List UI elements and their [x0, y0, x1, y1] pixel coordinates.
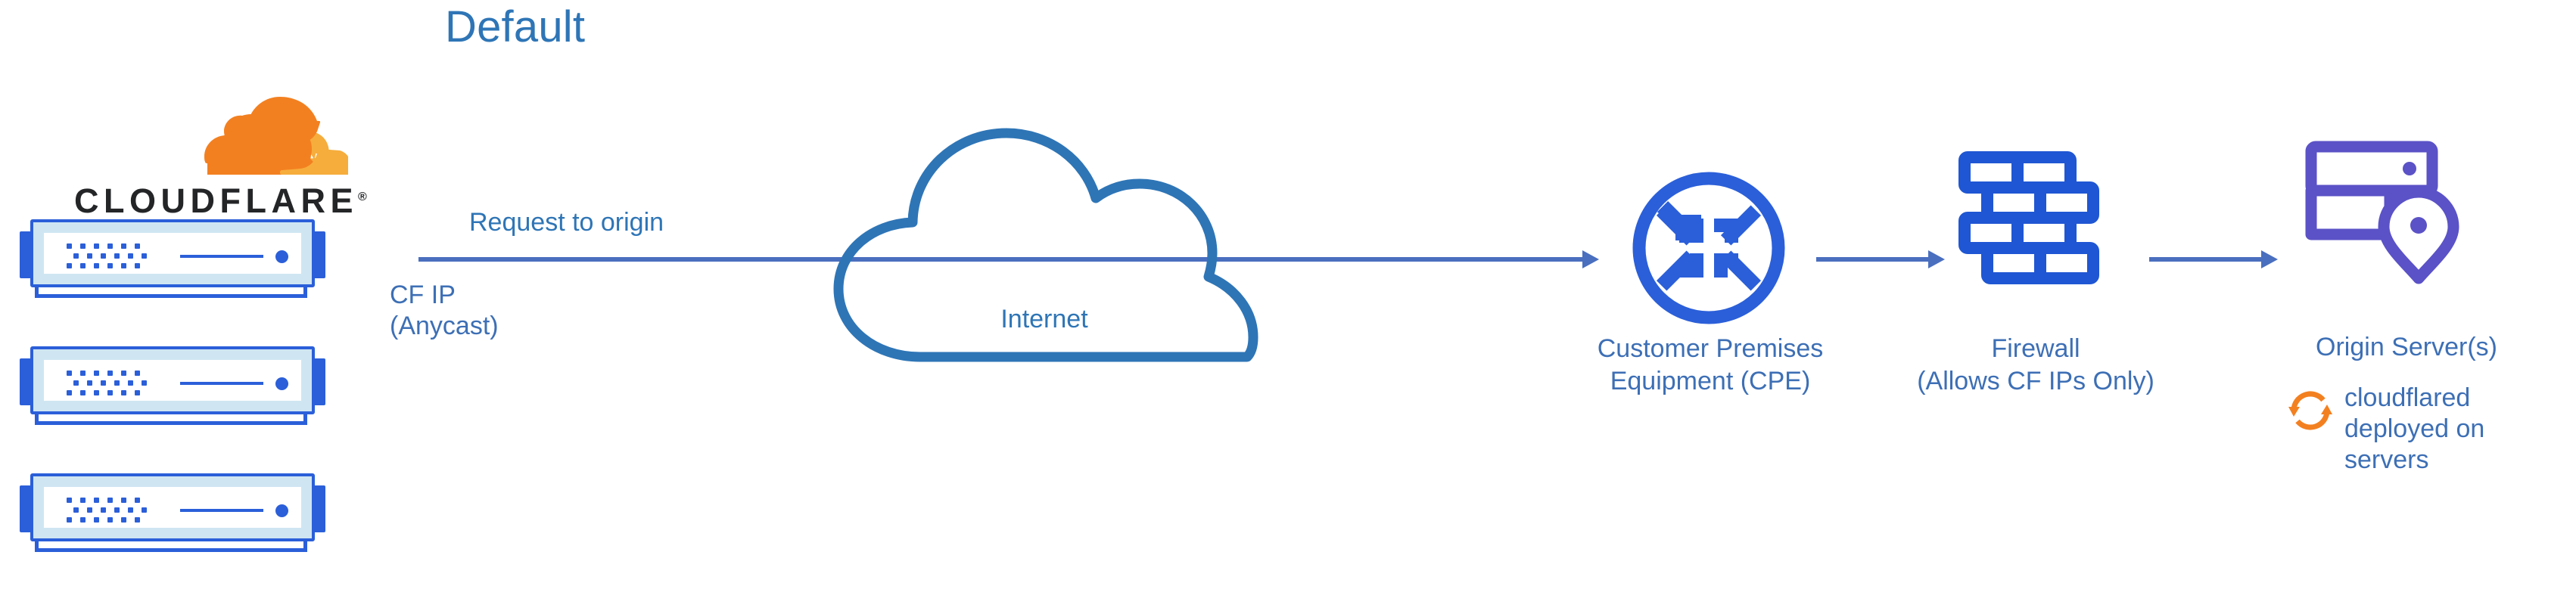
cloudflare-logo: CLOUDFLARE® [30, 97, 367, 219]
arrow-shaft [1816, 257, 1930, 262]
arrow-firewall-to-origin [2149, 250, 2278, 268]
server-faceplate [44, 233, 301, 274]
label-firewall: Firewall (Allows CF IPs Only) [1869, 333, 2202, 398]
cloudflare-cloud-logo-icon [204, 97, 348, 175]
server-faceplate [44, 487, 301, 528]
label-cpe-line2: Equipment (CPE) [1610, 367, 1811, 395]
cloud-outline-icon [833, 128, 1258, 362]
label-cpe: Customer Premises Equipment (CPE) [1536, 333, 1884, 398]
arrow-shaft [2149, 257, 2263, 262]
label-internet: Internet [1000, 305, 1088, 333]
sync-arrows-icon [2288, 391, 2332, 430]
label-cf-ip-line2: (Anycast) [390, 312, 499, 340]
server-chassis [30, 473, 315, 541]
cloudflare-edge-server-2 [20, 346, 325, 425]
server-status-line [180, 255, 263, 258]
arrow-request-to-cpe [418, 250, 1599, 268]
cloudflared-note-text: cloudflared deployed on servers [2344, 383, 2484, 476]
server-port-grid-icon [67, 371, 156, 396]
server-chassis [30, 346, 315, 414]
arrow-head-icon [2261, 250, 2278, 268]
server-status-line [180, 509, 263, 512]
cloudflared-note-line2: deployed on [2344, 414, 2485, 443]
cloudflare-edge-server-3 [20, 473, 325, 552]
server-port-grid-icon [67, 243, 156, 269]
label-cpe-line1: Customer Premises [1597, 334, 1824, 363]
brick-wall-icon [1958, 151, 2099, 284]
label-firewall-line1: Firewall [1991, 334, 2080, 363]
cloudflare-edge-server-1 [20, 219, 325, 298]
label-cf-ip: CF IP (Anycast) [390, 280, 499, 342]
registered-trademark-icon: ® [357, 191, 367, 203]
server-chassis [30, 219, 315, 287]
server-led-icon [275, 504, 288, 517]
label-origin: Origin Server(s) [2316, 333, 2497, 361]
label-firewall-line2: (Allows CF IPs Only) [1917, 367, 2154, 395]
server-led-icon [275, 250, 288, 263]
label-request-to-origin: Request to origin [469, 208, 664, 237]
server-port-grid-icon [67, 498, 156, 523]
cloudflare-wordmark-text: CLOUDFLARE [74, 181, 358, 220]
cloudflared-note-line1: cloudflared [2344, 383, 2471, 412]
page-title: Default [445, 2, 586, 51]
server-faceplate [44, 360, 301, 401]
cloudflared-note-line3: servers [2344, 445, 2429, 474]
arrow-cpe-to-firewall [1816, 250, 1945, 268]
label-cf-ip-line1: CF IP [390, 281, 456, 309]
server-rack-location-pin-icon [2305, 141, 2459, 284]
arrow-shaft [418, 257, 1584, 262]
cloudflared-note: cloudflared deployed on servers [2287, 383, 2574, 476]
server-status-line [180, 382, 263, 385]
cloudflare-wordmark: CLOUDFLARE® [74, 180, 392, 219]
router-four-arrows-icon [1632, 172, 1785, 324]
arrow-head-icon [1582, 250, 1599, 268]
arrow-head-icon [1928, 250, 1945, 268]
server-led-icon [275, 377, 288, 390]
